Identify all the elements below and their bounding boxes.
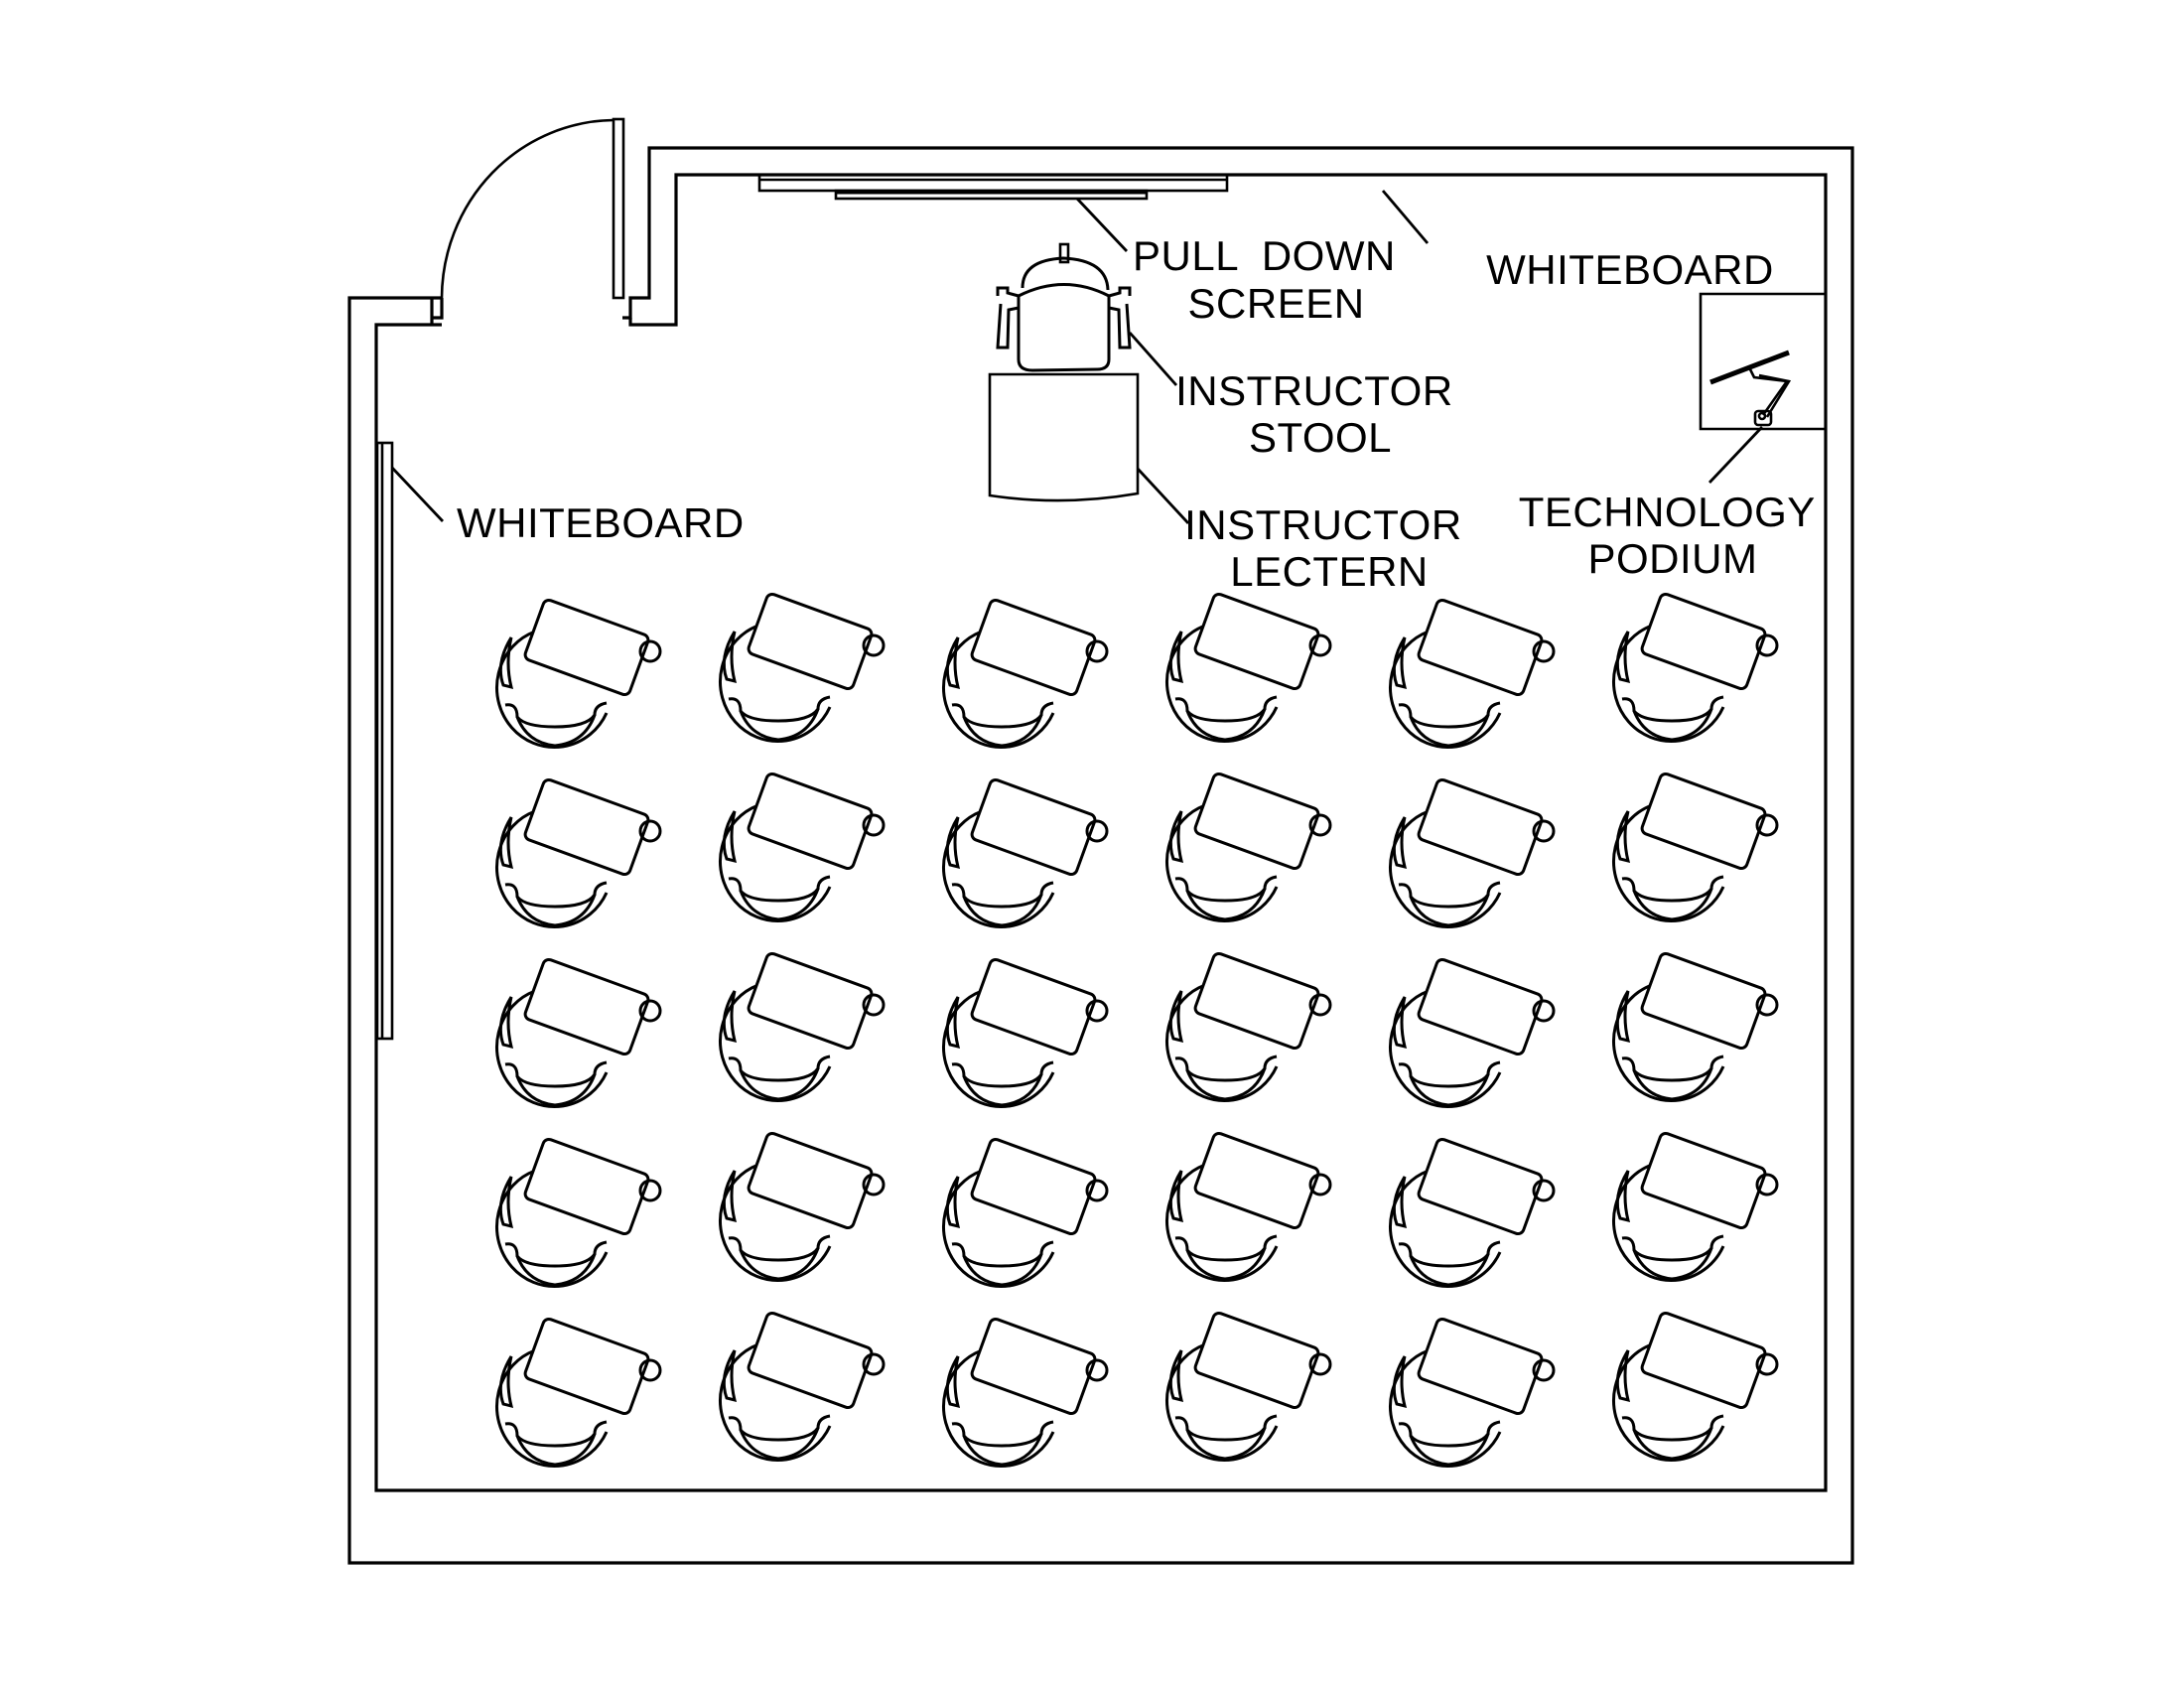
student-desk — [942, 1137, 1109, 1288]
labels: PULL DOWN SCREEN WHITEBOARD INSTRUCTOR S… — [0, 0, 1827, 595]
student-desk — [942, 1317, 1109, 1468]
student-desk — [1165, 592, 1332, 743]
student-desk — [942, 777, 1109, 928]
leader-stool — [1128, 332, 1178, 386]
label-instructor-lectern: INSTRUCTOR LECTERN — [1184, 501, 1474, 595]
student-desk — [495, 777, 662, 928]
student-desk — [942, 957, 1109, 1108]
label-whiteboard-left: WHITEBOARD — [457, 499, 745, 546]
student-desk — [719, 592, 886, 743]
student-desk — [1165, 772, 1332, 922]
student-desk — [1612, 772, 1779, 922]
instructor-stool — [996, 242, 1132, 372]
outer-wall — [347, 146, 1854, 1565]
student-desk — [719, 1131, 886, 1282]
label-instructor-stool: INSTRUCTOR STOOL — [1175, 367, 1465, 461]
pull-down-screen — [834, 189, 1149, 201]
door-swing-arc — [440, 118, 614, 299]
door-leaf — [612, 117, 625, 300]
door — [440, 117, 625, 300]
technology-podium — [1699, 292, 1826, 431]
leader-lines — [390, 190, 1764, 524]
student-desk — [495, 1317, 662, 1468]
student-desk — [1612, 951, 1779, 1102]
student-desk — [495, 1137, 662, 1288]
student-desk — [1389, 598, 1556, 749]
label-whiteboard-top: WHITEBOARD — [1486, 246, 1774, 293]
leader-lectern — [1136, 468, 1190, 524]
student-desk — [719, 772, 886, 922]
whiteboard-left — [375, 441, 394, 1041]
student-desk — [1389, 1137, 1556, 1288]
leader-screen — [1075, 198, 1129, 252]
door-jamb-left — [430, 298, 444, 325]
whiteboard-top — [757, 173, 1229, 193]
student-desk — [1612, 592, 1779, 743]
student-desk — [495, 598, 662, 749]
label-technology-podium: TECHNOLOGY PODIUM — [1519, 489, 1827, 582]
label-pull-down-screen: PULL DOWN SCREEN — [0, 0, 1480, 327]
student-desk — [1389, 957, 1556, 1108]
student-desk — [942, 598, 1109, 749]
student-desk — [1165, 1131, 1332, 1282]
instructor-lectern — [988, 372, 1140, 502]
student-desk — [495, 957, 662, 1108]
student-desk — [1165, 951, 1332, 1102]
leader-podium — [1707, 426, 1764, 484]
leader-whiteboard-left — [390, 467, 445, 522]
student-desk — [1612, 1311, 1779, 1462]
student-desk — [1165, 1311, 1332, 1462]
leader-whiteboard-top — [1381, 190, 1430, 244]
student-desk — [719, 951, 886, 1102]
student-desk — [1612, 1131, 1779, 1282]
student-desk-grid — [495, 592, 1779, 1468]
student-desk — [1389, 1317, 1556, 1468]
student-desk — [1389, 777, 1556, 928]
student-desk — [719, 1311, 886, 1462]
